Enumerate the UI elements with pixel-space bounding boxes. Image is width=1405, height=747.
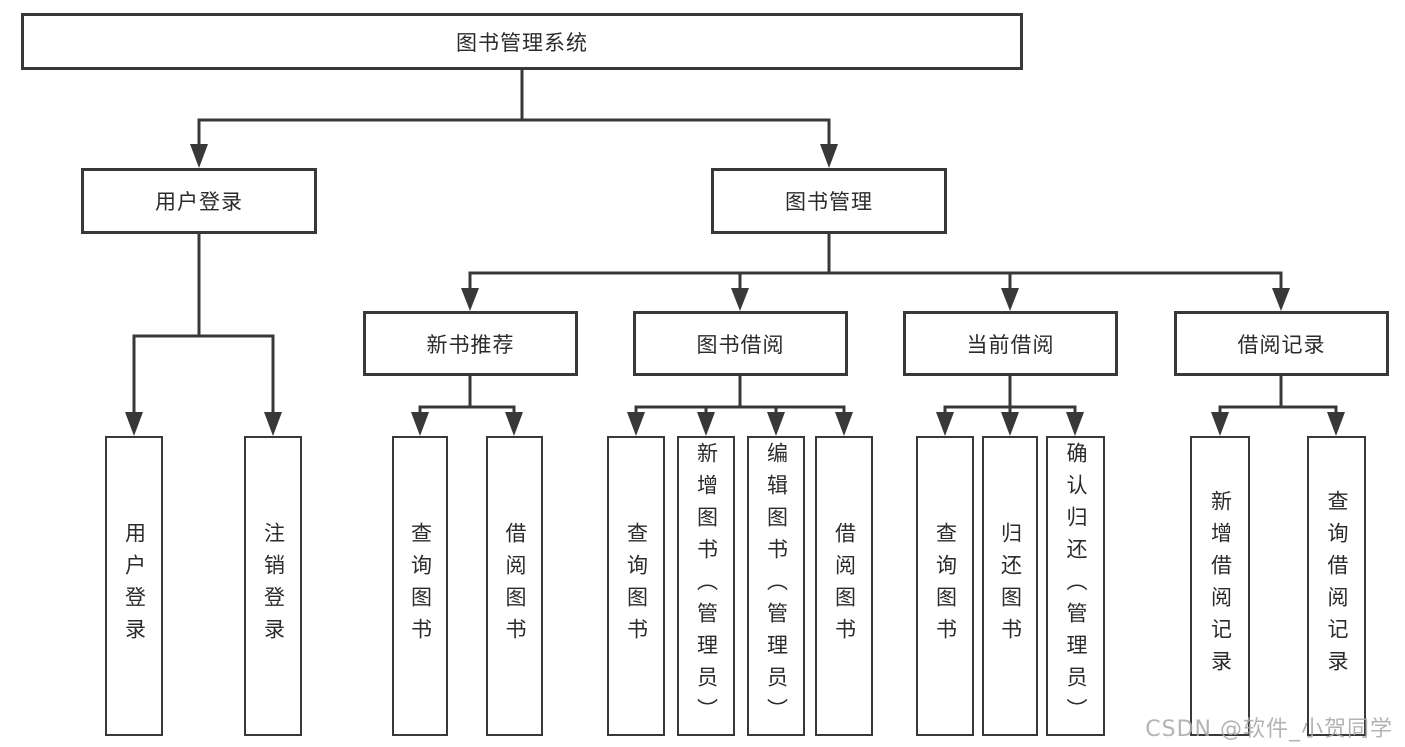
leaf-borrowing-query-books: 查询图书 bbox=[607, 436, 665, 736]
node-label: 图书管理 bbox=[785, 190, 873, 214]
leaf-borrowing-borrow-books: 借阅图书 bbox=[815, 436, 873, 736]
node-new-book-recommendation: 新书推荐 bbox=[363, 311, 578, 376]
watermark-text: CSDN @软件_小贺同学 bbox=[1145, 717, 1393, 742]
leaf-current-return-books: 归还图书 bbox=[982, 436, 1038, 736]
node-label: 新书推荐 bbox=[426, 332, 515, 357]
connector-borrow-records-to-leaves bbox=[1211, 376, 1345, 436]
node-user-login: 用户登录 bbox=[81, 168, 317, 234]
leaf-current-confirm-return-admin: 确认归还（管理员） bbox=[1046, 436, 1105, 736]
node-label: 借阅记录 bbox=[1237, 332, 1326, 357]
node-book-management: 图书管理 bbox=[711, 168, 947, 234]
node-label: 确认归还（管理员） bbox=[1064, 442, 1088, 730]
node-label: 归还图书 bbox=[998, 522, 1023, 650]
leaf-borrowing-edit-books-admin: 编辑图书（管理员） bbox=[747, 436, 805, 736]
leaf-user-login: 用户登录 bbox=[105, 436, 163, 736]
node-label: 借阅图书 bbox=[503, 522, 527, 650]
leaf-borrowing-add-books-admin: 新增图书（管理员） bbox=[677, 436, 735, 736]
node-label: 新增图书（管理员） bbox=[694, 442, 719, 730]
node-label: 用户登录 bbox=[155, 190, 243, 214]
leaf-newbook-borrow-books: 借阅图书 bbox=[486, 436, 543, 736]
leaf-logout: 注销登录 bbox=[244, 436, 302, 736]
node-label: 当前借阅 bbox=[966, 332, 1055, 357]
leaf-records-add-borrow-record: 新增借阅记录 bbox=[1190, 436, 1250, 736]
node-label: 编辑图书（管理员） bbox=[764, 442, 789, 730]
node-borrowing-records: 借阅记录 bbox=[1174, 311, 1389, 376]
node-label: 借阅图书 bbox=[832, 522, 857, 650]
node-current-borrowing: 当前借阅 bbox=[903, 311, 1118, 376]
node-label: 查询图书 bbox=[933, 522, 958, 650]
node-label: 新增借阅记录 bbox=[1208, 490, 1233, 682]
connector-new-book-to-leaves bbox=[411, 376, 523, 436]
connector-user-login-to-leaves bbox=[125, 234, 282, 436]
node-label: 注销登录 bbox=[261, 522, 286, 650]
leaf-current-query-books: 查询图书 bbox=[916, 436, 974, 736]
leaf-newbook-query-books: 查询图书 bbox=[392, 436, 448, 736]
node-library-management-system: 图书管理系统 bbox=[21, 13, 1023, 70]
node-book-borrowing: 图书借阅 bbox=[633, 311, 848, 376]
node-label: 查询借阅记录 bbox=[1325, 490, 1349, 682]
leaf-records-query-borrow-record: 查询借阅记录 bbox=[1307, 436, 1366, 736]
connector-book-borrowing-to-leaves bbox=[627, 376, 853, 436]
node-label: 查询图书 bbox=[408, 522, 433, 650]
connector-current-borrowing-to-leaves bbox=[936, 376, 1084, 436]
node-label: 图书借阅 bbox=[696, 332, 785, 357]
node-label: 查询图书 bbox=[624, 522, 649, 650]
node-label: 用户登录 bbox=[122, 522, 147, 650]
connector-root-to-level2 bbox=[190, 69, 838, 168]
node-label: 图书管理系统 bbox=[456, 30, 588, 55]
connector-book-management-to-level3 bbox=[461, 234, 1290, 311]
